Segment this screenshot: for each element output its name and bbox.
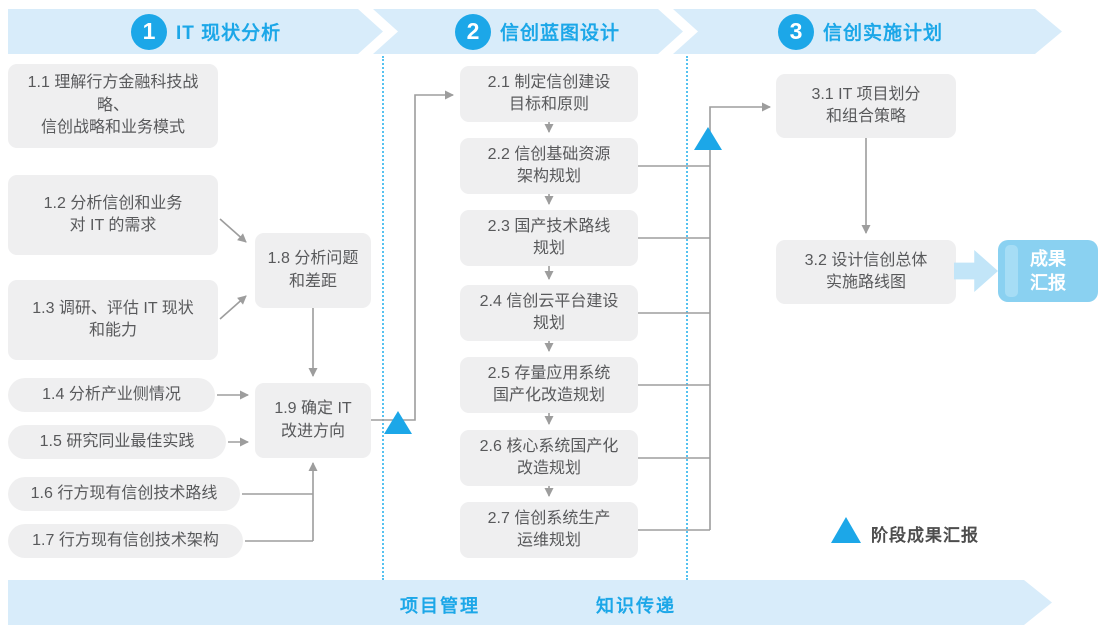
milestone-triangle-icon (694, 127, 722, 150)
task-2-3-line2: 规划 (532, 240, 565, 257)
task-2-3-line1: 2.3 国产技术路线 (487, 217, 611, 235)
task-1-1-line2: 信创战略和业务模式 (40, 119, 185, 137)
footer-item-project-management: 项目管理 (400, 596, 480, 616)
task-box-1-8: 1.8 分析问题 和差距 (255, 233, 371, 308)
result-box-stripe (1005, 245, 1018, 297)
legend-label: 阶段成果汇报 (871, 526, 979, 545)
task-box-3-2: 3.2 设计信创总体 实施路线图 (776, 240, 956, 304)
task-2-6-line2: 改造规划 (516, 460, 581, 477)
task-3-2-line2: 实施路线图 (825, 274, 906, 291)
phase-2-title: 信创蓝图设计 (500, 23, 621, 44)
task-box-2-3: 2.3 国产技术路线 规划 (460, 210, 638, 266)
task-1-9-line2: 改进方向 (280, 422, 345, 440)
phase-2-number-badge: 2 (455, 13, 491, 50)
footer-item-knowledge-transfer: 知识传递 (596, 596, 676, 616)
task-box-1-7: 1.7 行方现有信创技术架构 (8, 524, 243, 558)
task-box-3-1: 3.1 IT 项目划分 和组合策略 (776, 74, 956, 138)
task-box-2-5: 2.5 存量应用系统 国产化改造规划 (460, 357, 638, 413)
task-2-2-line1: 2.2 信创基础资源 (487, 145, 611, 163)
task-box-1-9: 1.9 确定 IT 改进方向 (255, 383, 371, 458)
task-1-9-line1: 1.9 确定 IT (274, 400, 352, 418)
task-1-7-label: 1.7 行方现有信创技术架构 (32, 531, 219, 549)
task-box-1-5: 1.5 研究同业最佳实践 (8, 425, 226, 459)
phase-1-title: IT 现状分析 (176, 23, 282, 44)
task-1-3-line2: 和能力 (88, 322, 137, 339)
task-box-1-6: 1.6 行方现有信创技术路线 (8, 477, 240, 511)
task-box-2-1: 2.1 制定信创建设 目标和原则 (460, 66, 638, 122)
phase-2-3-divider (686, 56, 688, 580)
task-2-7-line1: 2.7 信创系统生产 (487, 509, 611, 527)
task-3-1-line1: 3.1 IT 项目划分 (811, 85, 921, 103)
task-1-2-line2: 对 IT 的需求 (69, 217, 157, 234)
task-1-3-line1: 1.3 调研、评估 IT 现状 (32, 299, 194, 317)
task-3-2-line1: 3.2 设计信创总体 (804, 251, 928, 269)
task-box-2-6: 2.6 核心系统国产化 改造规划 (460, 430, 638, 486)
task-2-5-line1: 2.5 存量应用系统 (487, 364, 611, 382)
phase-1-number-badge: 1 (131, 13, 167, 50)
legend-triangle-icon (831, 517, 861, 543)
phase-3-number-badge: 3 (778, 13, 814, 50)
deliverable-report-box: 成果 汇报 (998, 240, 1098, 302)
cross-phase-ribbon (8, 580, 1052, 625)
task-2-5-line2: 国产化改造规划 (492, 387, 605, 404)
task-box-2-2: 2.2 信创基础资源 架构规划 (460, 138, 638, 194)
task-2-1-line2: 目标和原则 (508, 96, 589, 113)
task-1-8-line1: 1.8 分析问题 (267, 250, 359, 268)
task-1-8-line2: 和差距 (288, 272, 337, 290)
phase-ribbon (8, 9, 1062, 54)
task-1-1-line1: 1.1 理解行方金融科技战略、 (27, 74, 199, 114)
phase-1-2-divider (382, 56, 384, 580)
phase-2-header: 2 信创蓝图设计 (455, 9, 620, 54)
task-box-1-3: 1.3 调研、评估 IT 现状 和能力 (8, 280, 218, 360)
task-box-1-2: 1.2 分析信创和业务 对 IT 的需求 (8, 175, 218, 255)
task-1-6-label: 1.6 行方现有信创技术路线 (30, 484, 218, 502)
phase-3-title: 信创实施计划 (823, 23, 944, 44)
task-box-1-4: 1.4 分析产业侧情况 (8, 378, 215, 412)
deliverable-arrow-icon (954, 250, 998, 292)
task-box-1-1: 1.1 理解行方金融科技战略、 信创战略和业务模式 (8, 64, 218, 148)
task-2-2-line2: 架构规划 (516, 168, 581, 185)
phase-3-header: 3 信创实施计划 (778, 9, 943, 54)
task-3-1-line2: 和组合策略 (825, 108, 906, 125)
task-2-1-line1: 2.1 制定信创建设 (487, 73, 611, 91)
task-2-4-line1: 2.4 信创云平台建设 (479, 292, 619, 310)
task-1-4-label: 1.4 分析产业侧情况 (42, 385, 181, 403)
task-box-2-7: 2.7 信创系统生产 运维规划 (460, 502, 638, 558)
task-1-5-label: 1.5 研究同业最佳实践 (39, 432, 195, 450)
phase-1-header: 1 IT 现状分析 (131, 9, 281, 54)
task-box-2-4: 2.4 信创云平台建设 规划 (460, 285, 638, 341)
task-2-4-line2: 规划 (532, 315, 565, 332)
task-2-7-line2: 运维规划 (516, 532, 581, 549)
task-1-2-line1: 1.2 分析信创和业务 (43, 194, 183, 212)
deliverable-line2: 汇报 (1030, 273, 1066, 293)
milestone-triangle-icon (384, 411, 412, 434)
deliverable-line1: 成果 (1030, 248, 1066, 269)
task-2-6-line1: 2.6 核心系统国产化 (479, 437, 619, 455)
